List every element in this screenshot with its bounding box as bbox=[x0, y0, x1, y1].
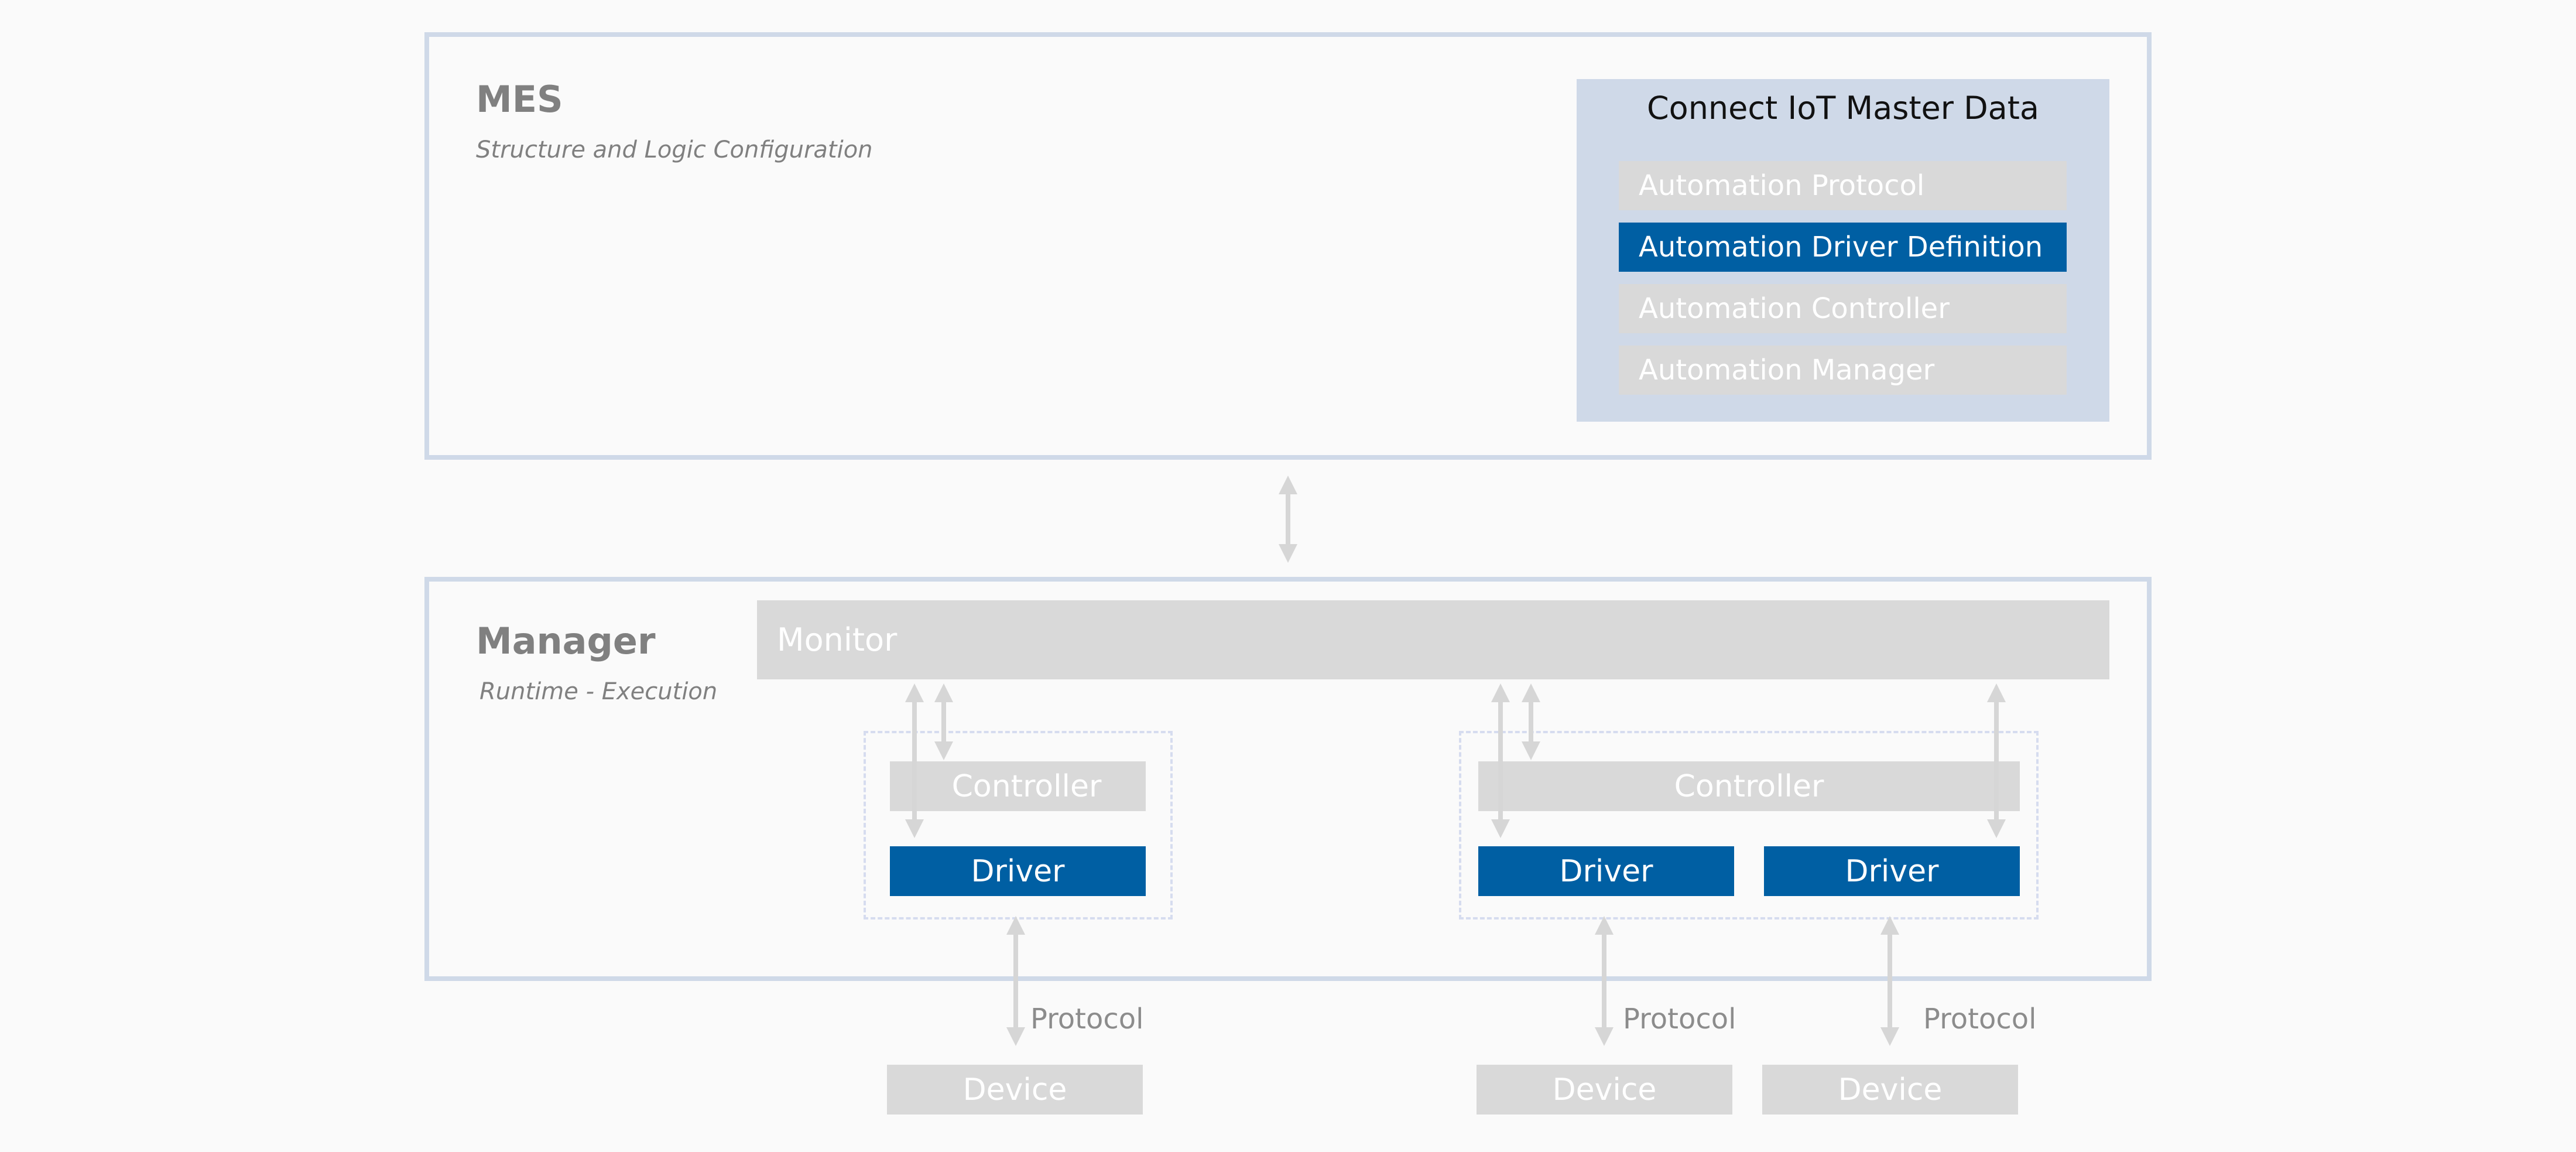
device-label: Device bbox=[1838, 1072, 1943, 1107]
device-label: Device bbox=[1552, 1072, 1657, 1107]
driver-right-1[interactable]: Driver bbox=[1478, 846, 1734, 896]
driver-right-2[interactable]: Driver bbox=[1764, 846, 2020, 896]
master-data-item-label: Automation Controller bbox=[1639, 292, 1950, 325]
manager-subtitle: Runtime - Execution bbox=[479, 678, 718, 705]
mes-subtitle: Structure and Logic Configuration bbox=[476, 136, 873, 163]
master-data-item-label: Automation Protocol bbox=[1639, 169, 1925, 202]
monitor-bar[interactable]: Monitor bbox=[757, 600, 2109, 679]
master-data-item-label: Automation Driver Definition bbox=[1639, 231, 2043, 264]
mes-title: MES bbox=[476, 78, 563, 121]
manager-title: Manager bbox=[476, 620, 656, 662]
master-data-item-label: Automation Manager bbox=[1639, 354, 1935, 387]
protocol-label-1: Protocol bbox=[1030, 1003, 1144, 1035]
controller-right[interactable]: Controller bbox=[1478, 761, 2020, 811]
monitor-label: Monitor bbox=[777, 621, 898, 658]
device-2[interactable]: Device bbox=[1477, 1065, 1732, 1115]
master-data-title: Connect IoT Master Data bbox=[1646, 90, 2040, 127]
master-data-item-protocol[interactable]: Automation Protocol bbox=[1619, 161, 2067, 210]
device-1[interactable]: Device bbox=[887, 1065, 1143, 1115]
driver-left[interactable]: Driver bbox=[890, 846, 1146, 896]
device-label: Device bbox=[962, 1072, 1067, 1107]
master-data-item-driver-definition[interactable]: Automation Driver Definition bbox=[1619, 223, 2067, 272]
driver-label: Driver bbox=[1845, 853, 1939, 889]
controller-group-right bbox=[1459, 731, 2039, 919]
protocol-label-2: Protocol bbox=[1623, 1003, 1736, 1035]
controller-label: Controller bbox=[1674, 768, 1824, 804]
driver-label: Driver bbox=[1559, 853, 1653, 889]
driver-label: Driver bbox=[971, 853, 1065, 889]
master-data-item-controller[interactable]: Automation Controller bbox=[1619, 284, 2067, 333]
master-data-item-manager[interactable]: Automation Manager bbox=[1619, 346, 2067, 395]
controller-label: Controller bbox=[951, 768, 1102, 804]
mes-panel: MES Structure and Logic Configuration Co… bbox=[424, 32, 2152, 460]
protocol-label-3: Protocol bbox=[1923, 1003, 2037, 1035]
master-data-box: Connect IoT Master Data Automation Proto… bbox=[1577, 79, 2109, 422]
controller-left[interactable]: Controller bbox=[890, 761, 1146, 811]
device-3[interactable]: Device bbox=[1762, 1065, 2018, 1115]
